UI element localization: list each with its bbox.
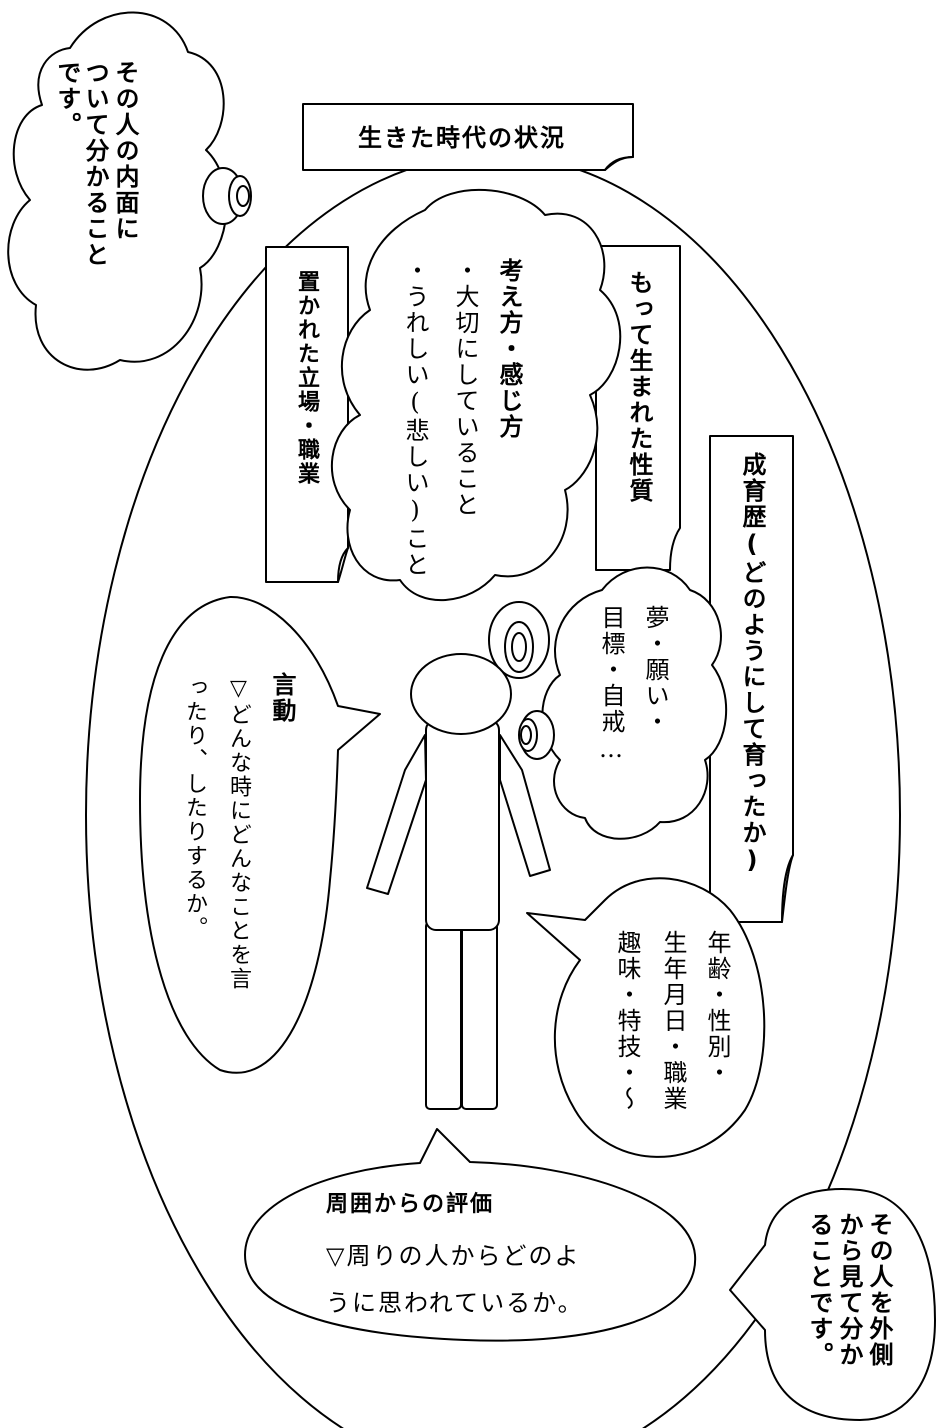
person-figure [366, 653, 551, 1110]
inner-note-line-2: ついて分かること [81, 60, 109, 268]
inner-note-bubble-3 [236, 185, 250, 207]
upbringing-label: 成育歴(どのようにして育ったか) [738, 452, 766, 876]
person-body [425, 719, 500, 931]
behavior-line-1: ▽どんな時にどんなことを言 [226, 676, 251, 991]
person-right-leg [461, 921, 498, 1110]
profile-line-1: 年齢・性別・ [703, 930, 731, 1086]
behavior-title: 言動 [268, 672, 296, 724]
outer-note-line-1: その人を外側 [865, 1212, 893, 1368]
thinking-title: 考え方・感じ方 [495, 258, 523, 440]
outer-note-speech-bubble [729, 1188, 936, 1421]
reputation-line-1: ▽周りの人からどのよ [326, 1242, 581, 1270]
dreams-line-1: 夢・願い・ [641, 605, 669, 735]
inner-note-line-1: その人の内面に [111, 60, 139, 242]
thinking-cloud [330, 188, 622, 601]
thinking-item-1: ・大切にしていること [451, 258, 479, 518]
inner-note-cloud [7, 11, 228, 371]
outer-note-line-2: から見て分か [835, 1212, 863, 1368]
outer-note-line-3: ることです。 [805, 1212, 833, 1368]
reputation-speech-bubble [244, 1128, 697, 1342]
person-head [410, 653, 512, 735]
era-label: 生きた時代の状況 [358, 124, 566, 152]
profile-line-3: 趣味・特技・～ [613, 930, 641, 1112]
thinking-bubble-3 [511, 632, 527, 662]
dreams-line-2: 目標・自戒… [597, 605, 625, 765]
reputation-title: 周囲からの評価 [326, 1192, 495, 1217]
reputation-line-2: うに思われているか。 [326, 1289, 584, 1317]
behavior-speech-bubble [139, 595, 381, 1074]
thinking-item-2: ・うれしい(悲しい)こと [401, 258, 429, 578]
nature-label: もって生まれた性質 [625, 270, 653, 504]
dreams-bubble-3 [520, 725, 532, 745]
profile-line-2: 生年月日・職業 [659, 930, 687, 1112]
person-left-leg [425, 921, 462, 1110]
position-label: 置かれた立場・職業 [294, 270, 319, 486]
dreams-cloud [541, 566, 728, 840]
profile-speech-bubble [526, 877, 766, 1158]
inner-note-line-3: です。 [53, 60, 81, 138]
behavior-line-2: ったり、したりするか。 [182, 676, 207, 940]
